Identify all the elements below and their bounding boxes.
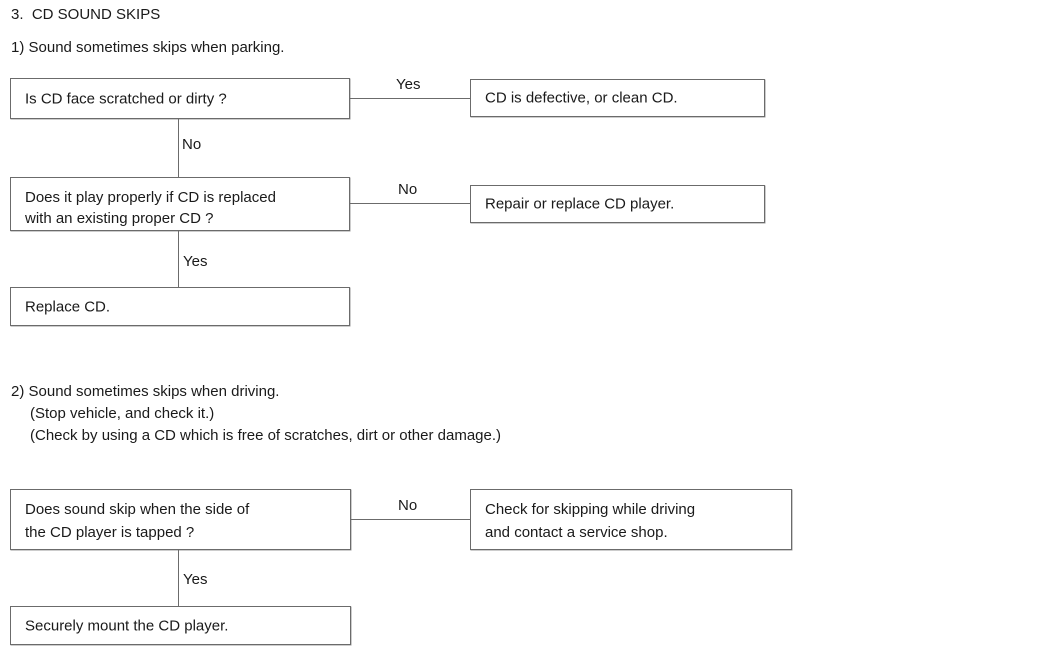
node-does-it-play-properly-line2: with an existing proper CD ? — [25, 210, 214, 227]
connector-q3-yes — [178, 550, 179, 606]
subsection-2-intro-line2: (Stop vehicle, and check it.) — [30, 405, 215, 422]
node-replace-cd-label: Replace CD. — [25, 298, 111, 315]
node-cd-is-defective-label: CD is defective, or clean CD. — [485, 89, 678, 107]
edge-label-q3-no: No — [398, 497, 418, 514]
node-repair-or-replace-cd-player[interactable]: Repair or replace CD player. — [470, 185, 765, 223]
node-check-for-skipping-line2: and contact a service shop. — [485, 524, 668, 541]
edge-label-q2-no: No — [398, 181, 418, 198]
edge-label-q1-yes: Yes — [396, 76, 421, 93]
connector-q2-no — [350, 203, 470, 204]
node-repair-or-replace-cd-player-label: Repair or replace CD player. — [485, 195, 675, 213]
connector-q1-yes — [350, 98, 470, 99]
node-cd-is-defective[interactable]: CD is defective, or clean CD. — [470, 79, 765, 117]
node-does-it-play-properly[interactable]: Does it play properly if CD is replaced … — [10, 177, 350, 231]
node-check-for-skipping-while-driving[interactable]: Check for skipping while driving and con… — [470, 489, 792, 550]
node-does-sound-skip-when-tapped-line1: Does sound skip when the side of — [25, 501, 250, 518]
connector-q1-no — [178, 119, 179, 177]
node-securely-mount-cd-player[interactable]: Securely mount the CD player. — [10, 606, 351, 645]
node-securely-mount-cd-player-label: Securely mount the CD player. — [25, 617, 229, 634]
node-check-for-skipping-line1: Check for skipping while driving — [485, 501, 696, 518]
subsection-2-intro-line1: 2) Sound sometimes skips when driving. — [11, 383, 280, 400]
edge-label-q3-yes: Yes — [183, 571, 208, 588]
node-is-cd-face-scratched[interactable]: Is CD face scratched or dirty ? — [10, 78, 350, 119]
connector-q3-no — [351, 519, 470, 520]
node-is-cd-face-scratched-label: Is CD face scratched or dirty ? — [25, 90, 227, 107]
edge-label-q2-yes: Yes — [183, 253, 208, 270]
connector-q2-yes — [178, 231, 179, 289]
node-does-it-play-properly-line1: Does it play properly if CD is replaced — [25, 189, 276, 206]
edge-label-q1-no: No — [182, 136, 202, 153]
node-does-sound-skip-when-tapped-line2: the CD player is tapped ? — [25, 524, 195, 541]
section-title: 3. CD SOUND SKIPS — [11, 6, 161, 23]
subsection-1-intro: 1) Sound sometimes skips when parking. — [11, 39, 285, 56]
subsection-2-intro-line3: (Check by using a CD which is free of sc… — [30, 427, 502, 444]
node-does-sound-skip-when-tapped[interactable]: Does sound skip when the side of the CD … — [10, 489, 351, 550]
node-replace-cd[interactable]: Replace CD. — [10, 287, 350, 326]
